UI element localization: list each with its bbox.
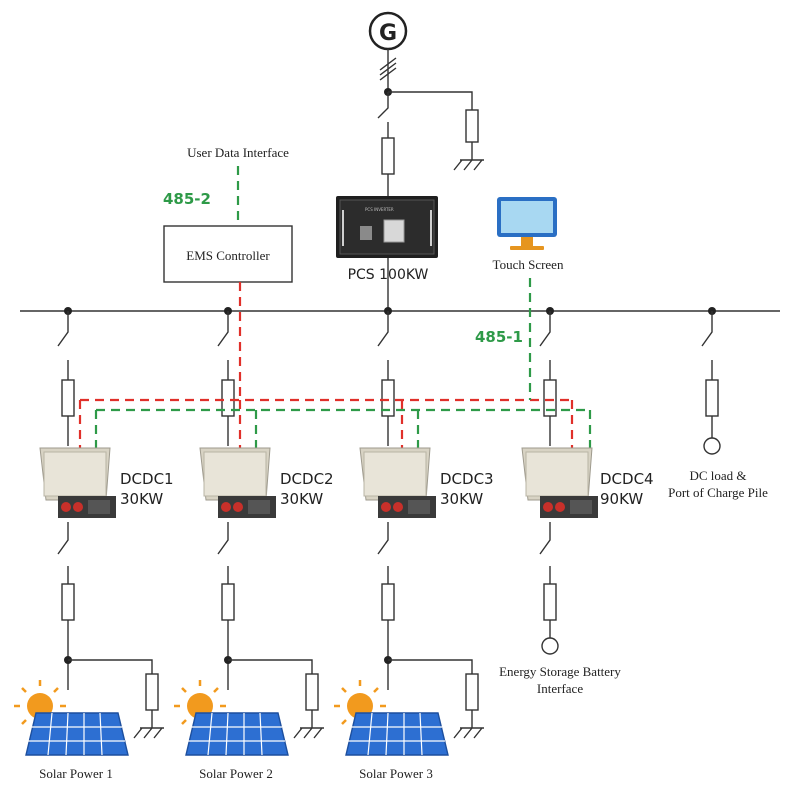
link-485-2-label: 485-2: [163, 190, 211, 208]
solar-panel-2: [174, 680, 289, 756]
branch-dc-load: [701, 307, 721, 455]
link-485-1-label: 485-1: [475, 328, 523, 346]
branch-1: [57, 307, 164, 739]
battery-port-icon: [541, 637, 559, 655]
dcdc2-power: 30KW: [280, 490, 323, 508]
grid-fuse: [381, 137, 395, 175]
dcdc2-name: DCDC2: [280, 470, 334, 488]
dcdc3-name: DCDC3: [440, 470, 494, 488]
dcdc1-power: 30KW: [120, 490, 163, 508]
rs485-green-line: [94, 278, 592, 450]
branch-2: [217, 307, 324, 739]
generator: G: [368, 11, 408, 51]
dcdc-module-3: [359, 447, 436, 518]
dcdc3-power: 30KW: [440, 490, 483, 508]
branch-4: [539, 307, 559, 655]
dc-load-label-line1: DC load &: [689, 468, 746, 483]
branch-3: [377, 307, 484, 739]
solar-label-1: Solar Power 1: [39, 766, 113, 781]
dc-load-port-icon: [703, 437, 721, 455]
dcdc-module-4: [521, 447, 598, 518]
pcs-screen-text: PCS INVERTER: [365, 207, 394, 212]
solar-label-3: Solar Power 3: [359, 766, 433, 781]
dcdc4-power: 90KW: [600, 490, 643, 508]
dcdc-module-2: [199, 447, 276, 518]
dc-load-label-line2: Port of Charge Pile: [668, 485, 768, 500]
pcs-inverter: PCS INVERTER: [336, 196, 438, 258]
solar-panel-3: [334, 680, 449, 756]
grid-ground-resistor: [465, 109, 479, 143]
solar-panel-1: [14, 680, 129, 756]
user-data-interface-label: User Data Interface: [187, 145, 289, 160]
solar-label-2: Solar Power 2: [199, 766, 273, 781]
can-bus-red-line: [78, 282, 574, 450]
dcdc-module-1: [39, 447, 116, 518]
ems-controller-label: EMS Controller: [186, 248, 270, 263]
dcdc1-name: DCDC1: [120, 470, 174, 488]
generator-symbol: G: [379, 21, 397, 46]
battery-label-line1: Energy Storage Battery: [499, 664, 621, 679]
grid-ground-icon: [453, 142, 484, 171]
battery-label-line2: Interface: [537, 681, 583, 696]
touch-screen-icon: [497, 197, 557, 250]
dcdc4-name: DCDC4: [600, 470, 654, 488]
ems-controller-box: [163, 225, 293, 283]
touch-screen-label: Touch Screen: [493, 257, 564, 272]
three-phase-marker: [379, 57, 397, 81]
